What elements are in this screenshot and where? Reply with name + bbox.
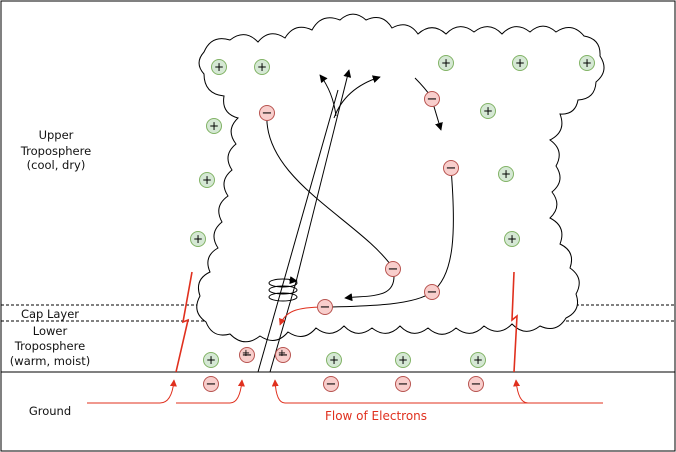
negative-charge-icon: − — [468, 376, 484, 392]
updraft-line-inner — [269, 281, 297, 373]
svg-text:−: − — [326, 377, 337, 392]
positive-charge-icon: + — [504, 231, 520, 247]
positive-charge-icon: + — [480, 103, 496, 119]
positive-charge-icon: + — [211, 59, 227, 75]
positive-charge-icon: + — [579, 55, 595, 71]
updraft-line-outer — [257, 89, 339, 373]
positive-charge-icon: + — [498, 166, 514, 182]
circulation-curve-left — [266, 112, 394, 269]
negative-charge-icon: − — [385, 261, 401, 277]
negative-charge-icon: − — [395, 376, 411, 392]
positive-charge-icon: + — [254, 59, 270, 75]
svg-text:+: + — [257, 60, 267, 74]
svg-text:+: + — [515, 56, 525, 70]
negative-charge-icon: − — [424, 91, 440, 107]
ground-flow-arrow-1 — [87, 379, 177, 404]
positive-charge-icon: + — [395, 352, 411, 368]
updraft-arrow-right — [333, 75, 381, 119]
svg-text:+: + — [209, 119, 219, 133]
circulation-curve-right — [431, 167, 454, 293]
svg-text:−: − — [388, 262, 399, 277]
upper-troposphere-label-2: Troposphere — [20, 144, 91, 158]
ground-flow-arrow-3 — [271, 379, 556, 404]
positive-charge-icon: + — [438, 55, 454, 71]
positive-charge-icon: + — [190, 231, 206, 247]
lightning-bolt-right — [511, 271, 518, 373]
positive-charge-icon: + — [470, 352, 486, 368]
positive-charge-icon: + — [206, 118, 222, 134]
negative-charge-icon: − — [317, 299, 333, 315]
flow-of-electrons-label: Flow of Electrons — [325, 409, 427, 423]
charge-symbols: +++++++++++++++−−−−−−−−−−−+−+ — [190, 55, 595, 392]
negative-charge-icon: − — [323, 376, 339, 392]
positive-charge-icon: + — [512, 55, 528, 71]
svg-text:+: + — [483, 104, 493, 118]
updraft-arrow-left — [319, 74, 337, 117]
svg-text:−: − — [398, 377, 409, 392]
svg-text:−: − — [206, 377, 217, 392]
svg-text:+: + — [278, 348, 286, 359]
svg-text:−: − — [427, 285, 438, 300]
svg-text:+: + — [329, 353, 339, 367]
lightning-bolt-left — [175, 271, 193, 373]
svg-text:+: + — [501, 167, 511, 181]
svg-text:+: + — [206, 353, 216, 367]
lower-troposphere-label-2: Troposphere — [14, 339, 85, 353]
svg-text:−: − — [471, 377, 482, 392]
svg-text:+: + — [441, 56, 451, 70]
svg-text:+: + — [473, 353, 483, 367]
svg-text:+: + — [193, 232, 203, 246]
positive-charge-icon: + — [199, 172, 215, 188]
svg-text:+: + — [242, 348, 250, 359]
negative-charge-icon: − — [443, 160, 459, 176]
negative-charge-icon: − — [259, 105, 275, 121]
upper-troposphere-label-3: (cool, dry) — [27, 158, 86, 172]
positive-charge-icon: + — [203, 352, 219, 368]
svg-text:−: − — [262, 106, 273, 121]
svg-text:−: − — [242, 348, 253, 363]
updraft-spiral — [268, 276, 298, 302]
svg-text:−: − — [427, 92, 438, 107]
mixed-charge-icon: −+ — [275, 347, 291, 363]
svg-text:+: + — [214, 60, 224, 74]
lower-troposphere-label-1: Lower — [33, 324, 68, 338]
mixed-charge-icon: −+ — [239, 347, 255, 363]
negative-charge-icon: − — [203, 376, 219, 392]
ground-flow-arrow-4 — [513, 379, 603, 404]
svg-text:−: − — [278, 348, 289, 363]
upper-troposphere-label-1: Upper — [39, 128, 74, 142]
svg-text:+: + — [582, 56, 592, 70]
svg-text:−: − — [446, 161, 457, 176]
negative-charge-icon: − — [424, 284, 440, 300]
ground-flow-arrow-2 — [176, 379, 245, 404]
ground-label: Ground — [29, 404, 71, 418]
cap-layer-label: Cap Layer — [21, 307, 79, 321]
thundercloud — [196, 13, 605, 343]
svg-text:+: + — [202, 173, 212, 187]
svg-text:−: − — [320, 300, 331, 315]
lower-troposphere-label-3: (warm, moist) — [10, 354, 90, 368]
positive-charge-icon: + — [326, 352, 342, 368]
svg-text:+: + — [507, 232, 517, 246]
svg-text:+: + — [398, 353, 408, 367]
